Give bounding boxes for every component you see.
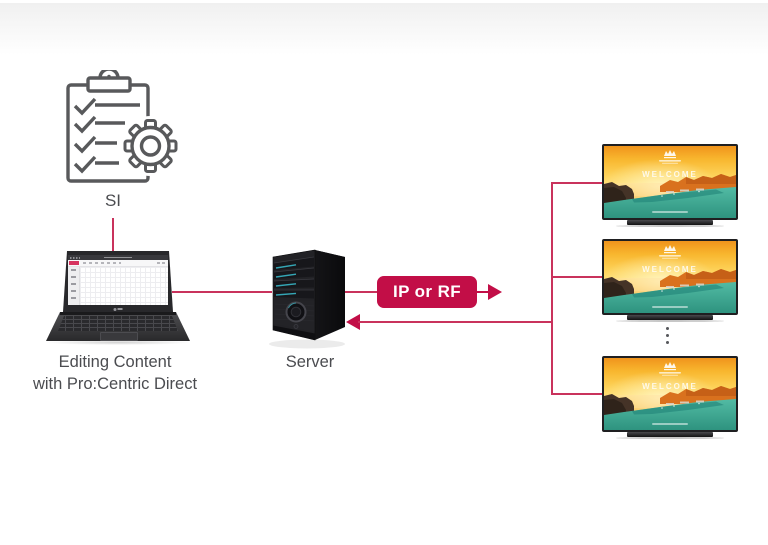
tv-bezel: WELCOME [602, 356, 738, 432]
tv-stand [627, 220, 713, 225]
more-displays-ellipsis-icon [662, 327, 672, 348]
tv-screen-welcome-scene: WELCOME [604, 146, 736, 218]
tv-screen-welcome-scene: WELCOME [604, 358, 736, 430]
laptop [44, 246, 194, 346]
laptop-lid [63, 251, 173, 312]
laptop-shadow [44, 340, 192, 345]
branch-line-tv2 [551, 276, 604, 278]
ip-or-rf-badge: IP or RF [377, 276, 477, 308]
laptop-caption-line1: Editing Content [58, 353, 172, 371]
laptop-base [46, 312, 190, 341]
trunk-line [551, 182, 553, 395]
tv-footer-text-bar [652, 423, 688, 425]
editor-title-text [104, 256, 132, 259]
tv-stand [627, 315, 713, 320]
tv-stand [627, 432, 713, 437]
hotel-crown-logo [659, 150, 681, 164]
tv-stand-shadow [616, 437, 724, 439]
tv-display-1: WELCOME [602, 144, 738, 227]
editor-titlebar [68, 255, 168, 260]
tv-display-3: WELCOME [602, 356, 738, 439]
laptop-trackpad [100, 332, 138, 341]
laptop-hinge [60, 312, 176, 315]
editor-tool-sidebar [68, 267, 80, 305]
server-fan [285, 301, 307, 323]
server-power-led [293, 324, 299, 329]
tv-footer-text-bar [652, 211, 688, 213]
tv-bezel: WELCOME [602, 239, 738, 315]
server-bottom-trim [273, 325, 315, 340]
laptop-screen-editor [68, 255, 168, 305]
forward-arrowhead-icon [488, 284, 502, 300]
connector-displays-server [358, 321, 553, 323]
gear-icon [120, 116, 181, 176]
server-drive-bays [273, 256, 315, 299]
connector-laptop-server [172, 291, 272, 293]
tv-bezel: WELCOME [602, 144, 738, 220]
branch-line-tv1 [551, 182, 604, 184]
tv-screen-welcome-scene: WELCOME [604, 241, 736, 313]
forward-arrow-shaft [477, 291, 489, 293]
si-clipboard-gear-icon [66, 70, 181, 183]
tv-welcome-text: WELCOME [642, 382, 698, 391]
server-label: Server [285, 353, 335, 371]
server-tower [269, 249, 345, 349]
hotel-crown-logo [659, 245, 681, 259]
editor-toolbar [68, 260, 168, 267]
tv-welcome-text: WELCOME [642, 265, 698, 274]
tv-footer-text-bar [652, 306, 688, 308]
editor-grid-canvas [80, 267, 168, 305]
laptop-caption: Editing Content with Pro:Centric Direct [5, 351, 225, 395]
editor-toolbar-right-icons [157, 262, 166, 264]
connector-si-laptop [112, 218, 114, 253]
si-label: SI [104, 191, 122, 210]
editor-toolbar-icons [83, 262, 121, 264]
return-arrowhead-icon [346, 314, 360, 330]
hotel-crown-logo [659, 362, 681, 376]
tv-display-2: WELCOME [602, 239, 738, 322]
laptop-caption-line2: with Pro:Centric Direct [32, 375, 198, 393]
page-top-gradient [0, 3, 768, 55]
window-menu-dots [70, 256, 80, 259]
editor-active-tool [69, 261, 79, 265]
branch-line-tv3 [551, 393, 604, 395]
tv-welcome-text: WELCOME [642, 170, 698, 179]
checklist-marks [73, 97, 140, 174]
tv-stand-shadow [616, 320, 724, 322]
tv-stand-shadow [616, 225, 724, 227]
lg-logo [113, 307, 123, 311]
laptop-keyboard [58, 316, 178, 331]
connector-server-badge [345, 291, 377, 293]
